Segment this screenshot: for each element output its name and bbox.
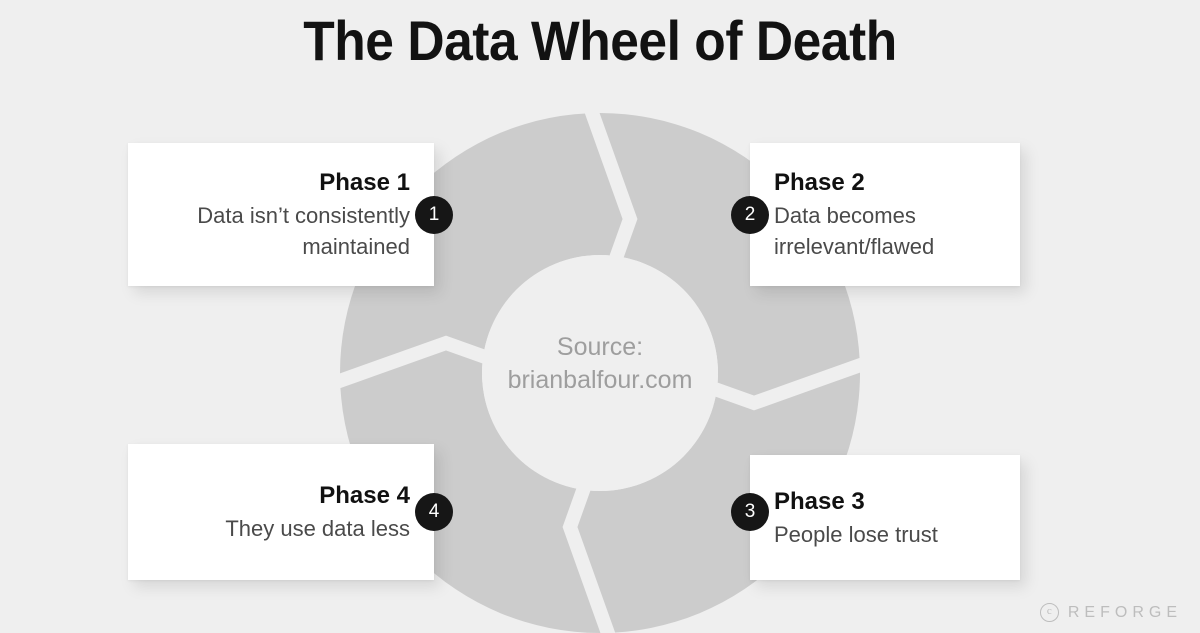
phase-4-title: Phase 4	[319, 482, 410, 509]
phase-2-number-badge: 2	[731, 196, 769, 234]
phase-1-body-line-1: Data isn’t consistently	[197, 203, 410, 228]
phase-4-number-badge: 4	[415, 493, 453, 531]
phase-4-body-line-1: They use data less	[225, 516, 410, 541]
phase-1-number-badge: 1	[415, 196, 453, 234]
phase-1-body-line-2: maintained	[302, 234, 410, 259]
phase-2-title: Phase 2	[774, 169, 865, 196]
phase-card-4[interactable]: Phase 4 They use data less	[128, 444, 434, 580]
brand-footer: c REFORGE	[1039, 603, 1182, 622]
brand-name: REFORGE	[1067, 603, 1182, 621]
phase-card-3[interactable]: Phase 3 People lose trust	[750, 455, 1020, 580]
phase-3-title: Phase 3	[774, 487, 865, 515]
phase-card-2[interactable]: Phase 2 Data becomes irrelevant/flawed	[750, 143, 1020, 286]
copyright-icon: c	[1039, 603, 1059, 622]
phase-3-number-badge: 3	[731, 493, 769, 531]
phase-card-1[interactable]: Phase 1 Data isn’t consistently maintain…	[128, 143, 434, 286]
phase-1-title: Phase 1	[319, 169, 410, 196]
page-title: The Data Wheel of Death	[303, 9, 897, 72]
phase-2-body-line-1: Data becomes	[774, 203, 916, 228]
phase-2-body-line-2: irrelevant/flawed	[774, 234, 935, 259]
wheel-hub	[482, 255, 718, 491]
wheel-diagram	[340, 113, 860, 633]
phase-3-body-line-1: People lose trust	[774, 521, 938, 547]
